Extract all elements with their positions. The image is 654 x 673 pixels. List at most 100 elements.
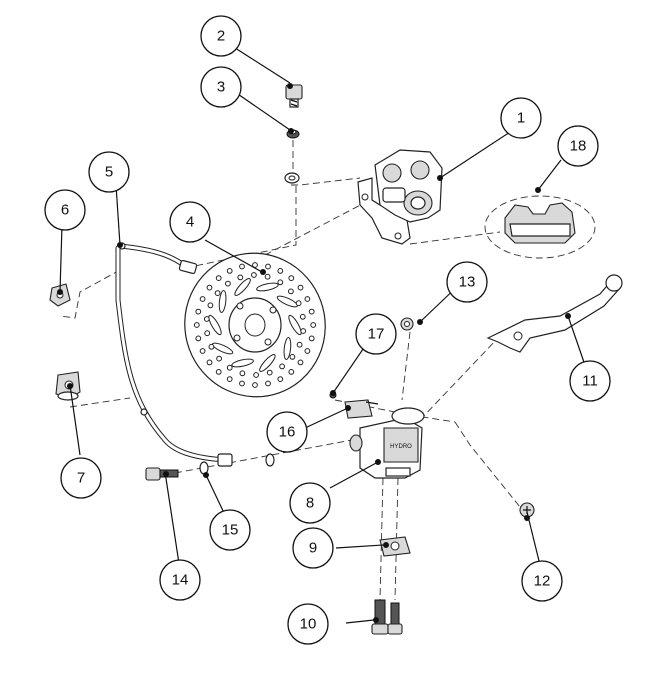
disc-slot [218,290,227,313]
disc-vent-hole [253,372,260,378]
disc-vent-hole [277,279,284,286]
callout-label-5: 5 [105,164,113,181]
callout-10: 10 [287,603,329,645]
callout-12: 12 [521,560,563,602]
disc-slot [208,314,222,336]
disc-vent-hole [251,272,257,278]
disc-vent-hole [300,328,307,334]
disc-vent-hole [265,380,271,387]
callout-label-6: 6 [61,202,69,219]
handlebar-clamp [379,536,411,557]
disc-vent-hole [237,274,244,281]
callout-label-14: 14 [172,572,189,589]
master-cylinder: HYDRO [349,407,425,479]
disc-slot [256,282,279,292]
disc-vent-hole [308,335,315,342]
disc-slot [288,314,302,336]
disc-vent-hole [277,376,284,383]
callout-15: 15 [209,509,251,551]
disc-vent-hole [204,330,211,337]
disc-vent-hole [288,275,295,282]
callout-label-15: 15 [222,522,239,539]
disc-vent-hole [297,359,304,366]
disc-vent-hole [304,296,311,302]
disc-vent-hole [203,316,210,322]
disc-vent-hole [226,268,233,274]
disc-vent-hole [208,343,215,350]
callout-label-7: 7 [77,470,85,487]
callout-9: 9 [292,527,334,569]
callout-label-2: 2 [217,28,225,45]
disc-vent-hole [214,290,221,297]
disc-vent-hole [195,335,202,342]
caliper-washer [284,172,300,184]
caliper-logo: HYDRO [390,444,412,450]
callout-label-13: 13 [459,274,476,291]
disc-vent-hole [239,263,245,270]
disc-slot [276,295,299,308]
disc-vent-hole [216,355,223,362]
disc-slot [211,342,234,355]
disc-slot [259,354,276,372]
disc-vent-hole [252,382,258,388]
callout-label-1: 1 [517,110,525,127]
callout-label-3: 3 [217,79,225,96]
callout-7: 7 [60,457,102,499]
callout-label-16: 16 [279,424,296,441]
disc-vent-hole [226,364,233,371]
disc-vent-hole [215,275,222,282]
pivot-nut [400,317,414,331]
callout-3: 3 [200,66,242,108]
disc-vent-hole [265,263,271,270]
disc-vent-hole [195,308,202,315]
disc-slot [234,278,251,296]
callout-label-4: 4 [186,214,194,231]
disc-vent-hole [277,268,284,274]
disc-vent-hole [226,376,233,383]
brake-switch [344,399,379,419]
disc-vent-hole [288,288,294,295]
callout-17: 17 [355,313,397,355]
pivot-bolt [519,502,535,518]
callout-4: 4 [169,201,211,243]
brake-caliper [357,149,443,245]
callout-2: 2 [200,15,242,57]
callout-14: 14 [159,559,201,601]
callout-label-11: 11 [582,373,598,390]
callout-11: 11 [569,360,611,402]
callout-label-12: 12 [534,573,551,590]
disc-vent-hole [297,284,304,291]
disc-vent-hole [295,300,302,307]
disc-vent-hole [304,348,311,354]
callout-label-9: 9 [309,540,317,557]
callout-1: 1 [500,97,542,139]
disc-vent-hole [225,280,231,287]
brake-disc [184,252,326,398]
leader-dots [57,83,571,623]
callout-18: 18 [557,125,599,167]
disc-vent-hole [193,322,200,328]
disc-vent-hole [207,302,214,309]
disc-slot [283,337,292,360]
disc-vent-hole [239,380,245,387]
disc-vent-hole [310,322,317,328]
disc-vent-hole [299,313,306,320]
disc-vent-hole [279,363,286,370]
brake-pad [484,195,596,259]
disc-vent-hole [206,359,213,366]
disc-vent-hole [206,284,213,291]
disc-slot [231,358,254,368]
banjo-bolt [145,467,179,481]
disc-vent-hole [266,369,273,376]
brake-lever [486,274,623,353]
callout-label-10: 10 [300,616,317,633]
callout-13: 13 [446,261,488,303]
disc-vent-hole [288,369,295,375]
disc-vent-hole [199,348,206,354]
clamp-bolts [371,599,403,635]
callout-16: 16 [266,411,308,453]
callout-label-18: 18 [570,138,587,155]
callout-label-8: 8 [306,495,314,512]
disc-vent-hole [239,370,246,377]
callout-6: 6 [44,189,86,231]
